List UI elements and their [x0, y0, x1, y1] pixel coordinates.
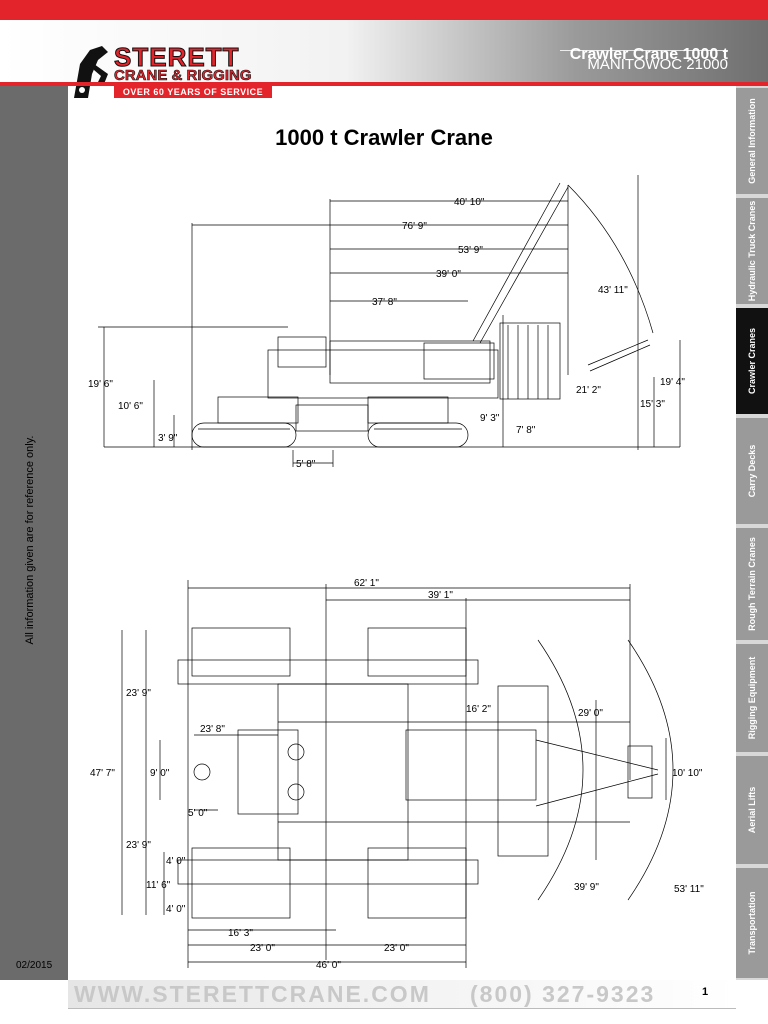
dim-label: 39' 1" [428, 590, 453, 601]
tab-label: Rough Terrain Cranes [747, 537, 757, 631]
side-view-drawing: 40' 10" 76' 9" 53' 9" 39' 0" 37' 8" 43' … [88, 175, 685, 470]
tab-transportation[interactable]: Transportation [736, 866, 768, 980]
dim-label: 53' 11" [674, 884, 704, 895]
dim-label: 39' 0" [436, 269, 461, 280]
dim-label: 7' 8" [516, 425, 536, 436]
tab-rigging-equipment[interactable]: Rigging Equipment [736, 642, 768, 754]
sterett-logo[interactable]: STERETT CRANE & RIGGING OVER 60 YEARS OF… [68, 44, 278, 100]
dim-label: 23' 8" [200, 724, 225, 735]
header-red-line [0, 82, 768, 86]
reference-note: All information given are for reference … [24, 435, 36, 645]
logo-subtitle: CRANE & RIGGING [114, 67, 252, 84]
tab-label: Hydraulic Truck Cranes [747, 200, 757, 302]
dim-label: 46' 0" [316, 960, 341, 971]
dim-label: 19' 6" [88, 379, 113, 390]
dim-label: 47' 7" [90, 768, 115, 779]
top-dimension-lines [121, 580, 674, 968]
dim-label: 37' 8" [372, 297, 397, 308]
dim-label: 43' 11" [598, 285, 628, 296]
tab-label: Crawler Cranes [747, 327, 757, 395]
dim-label: 4' 0" [166, 904, 186, 915]
tab-general-information[interactable]: General Information [736, 86, 768, 196]
tab-label: Rigging Equipment [747, 656, 757, 740]
top-upperworks [193, 683, 659, 861]
website-link[interactable]: WWW.STERETTCRANE.COM [74, 981, 431, 1007]
page-title: 1000 t Crawler Crane [275, 125, 493, 150]
header-divider [560, 50, 728, 51]
tab-rough-terrain-cranes[interactable]: Rough Terrain Cranes [736, 526, 768, 642]
side-crawler-tracks [191, 396, 469, 448]
dim-label: 23' 0" [250, 943, 275, 954]
dim-label: 29' 0" [578, 708, 603, 719]
dim-label: 16' 2" [466, 704, 491, 715]
dim-label: 39' 9" [574, 882, 599, 893]
document-date: 02/2015 [16, 960, 53, 971]
tab-label: Carry Decks [747, 444, 757, 498]
dim-label: 10' 10" [672, 768, 703, 779]
tab-crawler-cranes[interactable]: Crawler Cranes [736, 306, 768, 416]
tab-label: Transportation [747, 891, 757, 955]
top-red-bar [0, 0, 768, 20]
top-crawler-tracks [177, 627, 479, 919]
dim-label: 76' 9" [402, 221, 427, 232]
dim-label: 15' 3" [640, 399, 665, 410]
dim-label: 4' 0" [166, 856, 186, 867]
header-model: MANITOWOC 21000 [587, 56, 728, 73]
tab-label: Aerial Lifts [747, 786, 757, 834]
footer-bar [68, 980, 736, 1008]
top-dimension-labels: 62' 1" 39' 1" 23' 9" 23' 8" 16' 2" 29' 0… [90, 578, 704, 971]
dim-label: 23' 9" [126, 688, 151, 699]
footer-divider [68, 1008, 736, 1009]
phone-number[interactable]: (800) 327-9323 [470, 981, 656, 1007]
dim-label: 53' 9" [458, 245, 483, 256]
dim-label: 62' 1" [354, 578, 379, 589]
side-dimension-labels: 40' 10" 76' 9" 53' 9" 39' 0" 37' 8" 43' … [88, 197, 685, 470]
tab-carry-decks[interactable]: Carry Decks [736, 416, 768, 526]
logo-name: STERETT [113, 42, 240, 72]
dim-label: 5' 0" [188, 808, 208, 819]
left-sidebar [0, 86, 68, 980]
dim-label: 11' 6" [146, 880, 171, 891]
dim-label: 16' 3" [228, 928, 253, 939]
logo-tagline: OVER 60 YEARS OF SERVICE [114, 86, 272, 98]
dim-label: 23' 0" [384, 943, 409, 954]
page-number: 1 [702, 986, 709, 998]
tab-aerial-lifts[interactable]: Aerial Lifts [736, 754, 768, 866]
dim-label: 3' 9" [158, 433, 178, 444]
dim-label: 10' 6" [118, 401, 143, 412]
dim-label: 40' 10" [454, 197, 485, 208]
dim-label: 19' 4" [660, 377, 685, 388]
dim-label: 21' 2" [576, 385, 601, 396]
dim-label: 9' 3" [480, 413, 500, 424]
dim-label: 5' 8" [296, 459, 316, 470]
crane-hook-icon [74, 46, 108, 98]
top-view-drawing: 62' 1" 39' 1" 23' 9" 23' 8" 16' 2" 29' 0… [90, 578, 704, 971]
dim-label: 9' 0" [150, 768, 170, 779]
dim-label: 23' 9" [126, 840, 151, 851]
tab-hydraulic-truck-cranes[interactable]: Hydraulic Truck Cranes [736, 196, 768, 306]
side-upperworks [267, 182, 654, 400]
